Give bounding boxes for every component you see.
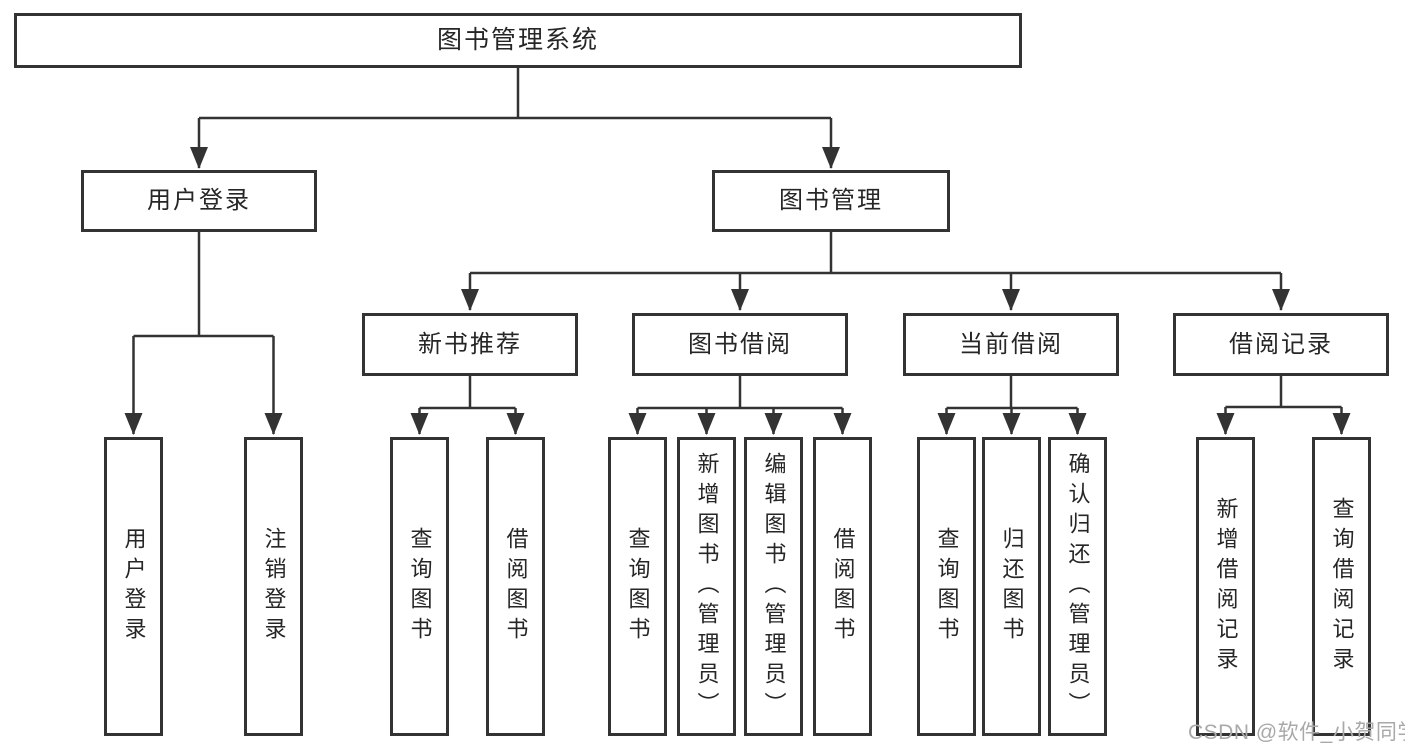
node-leaf-borrow-books-borrowing: 借阅图书 bbox=[813, 437, 872, 736]
node-library-management-system: 图书管理系统 bbox=[14, 13, 1022, 68]
node-current-borrowing: 当前借阅 bbox=[903, 313, 1119, 376]
node-leaf-add-borrow-record: 新增借阅记录 bbox=[1196, 437, 1255, 736]
node-new-book-recommend: 新书推荐 bbox=[362, 313, 578, 376]
node-leaf-add-books-admin: 新增图书（管理员） bbox=[677, 437, 736, 736]
node-leaf-query-books-current: 查询图书 bbox=[917, 437, 976, 736]
node-user-login: 用户登录 bbox=[81, 170, 317, 232]
node-book-management: 图书管理 bbox=[712, 170, 950, 232]
node-leaf-return-books: 归还图书 bbox=[982, 437, 1041, 736]
node-leaf-confirm-return-admin: 确认归还（管理员） bbox=[1048, 437, 1107, 736]
node-leaf-borrow-books-recommend: 借阅图书 bbox=[486, 437, 545, 736]
node-leaf-query-books-borrowing: 查询图书 bbox=[608, 437, 667, 736]
watermark-text: CSDN @软件_小贺同学 bbox=[1188, 721, 1405, 744]
node-book-borrowing: 图书借阅 bbox=[632, 313, 848, 376]
node-leaf-logout: 注销登录 bbox=[244, 437, 303, 736]
node-leaf-user-login: 用户登录 bbox=[104, 437, 163, 736]
node-borrowing-records: 借阅记录 bbox=[1173, 313, 1389, 376]
node-leaf-edit-books-admin: 编辑图书（管理员） bbox=[744, 437, 803, 736]
node-leaf-query-borrow-record: 查询借阅记录 bbox=[1312, 437, 1371, 736]
node-leaf-query-books-recommend: 查询图书 bbox=[390, 437, 449, 736]
